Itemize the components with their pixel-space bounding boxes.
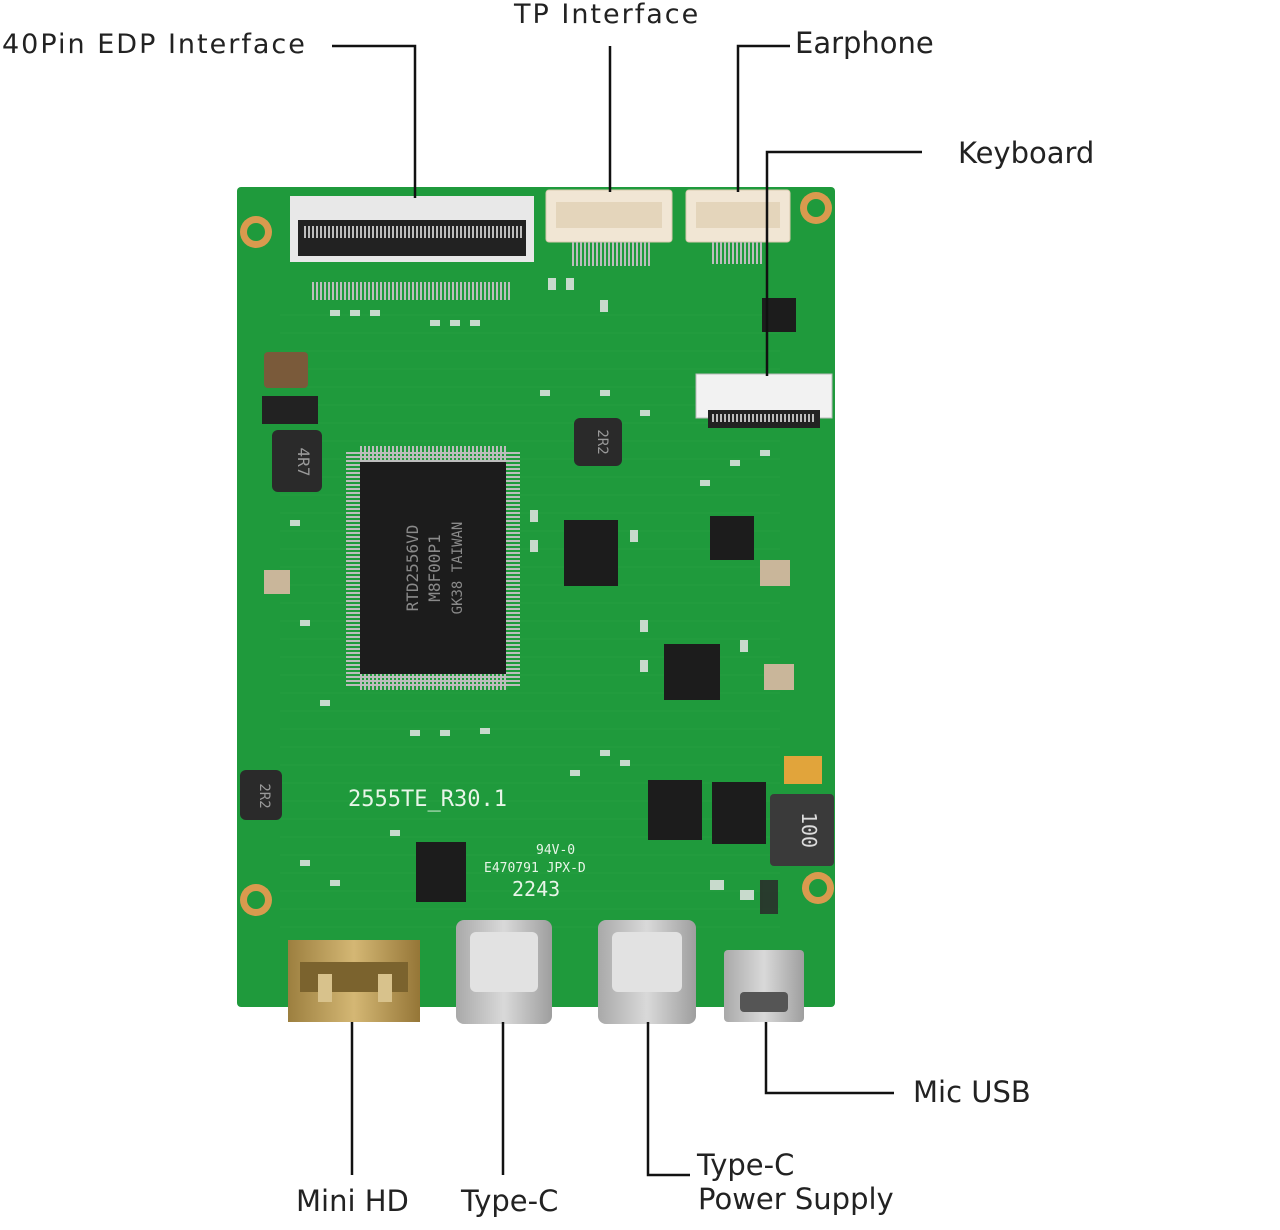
inductor-small1-label: 2R2 <box>256 783 272 808</box>
passive-components <box>290 278 778 914</box>
type-c-power-label-1: Type-C <box>697 1148 795 1182</box>
board-model-label: 2555TE_R30.1 <box>348 787 507 812</box>
tp-label: TP Interface <box>514 0 701 30</box>
keyboard-connector <box>695 373 833 428</box>
inductor-main-label: 4R7 <box>294 448 313 477</box>
type-c-label: Type-C <box>461 1184 559 1218</box>
mic-usb-leader <box>764 1022 894 1095</box>
earphone-leader <box>736 44 790 192</box>
mic-usb-port <box>724 950 804 1022</box>
mounting-holes <box>240 192 834 916</box>
tp-connector <box>545 189 673 266</box>
leader-lines <box>332 44 922 1177</box>
inductors <box>240 418 834 866</box>
chip-marking: RTD2556VD M8F00P1 GK38 TAIWAN <box>403 522 466 615</box>
edp-label: 40Pin EDP Interface <box>2 29 307 60</box>
chip-line-1: RTD2556VD <box>403 525 422 612</box>
main-chip <box>346 446 520 690</box>
type-c-power-port <box>598 920 696 1024</box>
type-c-power-leader <box>646 1022 690 1177</box>
chip-line-3: GK38 TAIWAN <box>450 522 466 615</box>
cert-line-2: E470791 JPX-D <box>484 861 586 876</box>
type-c-port <box>456 920 552 1024</box>
edp-leader <box>332 44 417 198</box>
mini-hd-port <box>288 940 420 1022</box>
mic-usb-label: Mic USB <box>913 1075 1031 1109</box>
inductor-small2-label: 2R2 <box>594 429 610 454</box>
edp-connector <box>290 196 534 300</box>
mini-hd-label: Mini HD <box>296 1184 409 1218</box>
keyboard-label: Keyboard <box>958 136 1095 170</box>
cert-line-1: 94V-0 <box>536 843 575 858</box>
earphone-label: Earphone <box>795 26 934 60</box>
date-code: 2243 <box>512 877 560 901</box>
inductor-big-label: 100 <box>797 812 821 848</box>
chip-line-2: M8F00P1 <box>425 534 444 601</box>
keyboard-leader <box>765 150 922 376</box>
type-c-power-label-2: Power Supply <box>698 1182 894 1216</box>
